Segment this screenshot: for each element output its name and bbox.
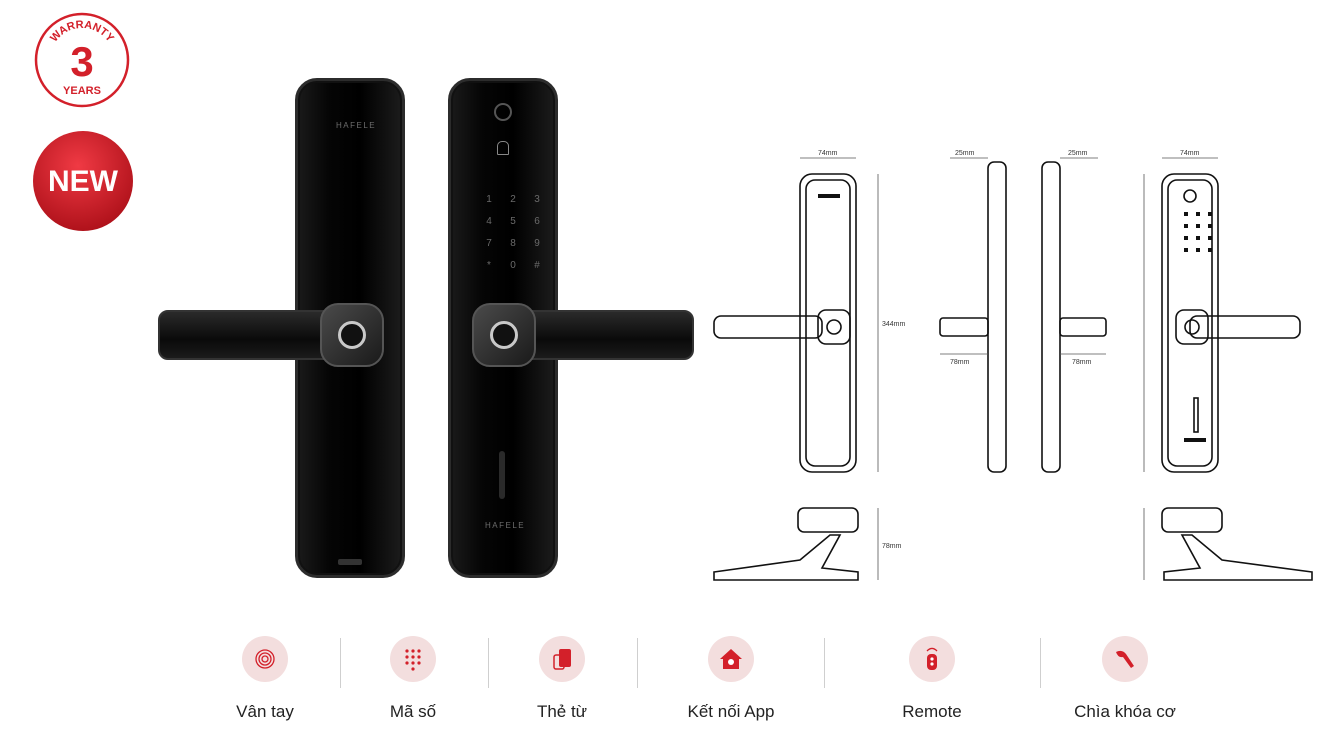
fingerprint-sensor-right — [472, 303, 536, 367]
dim-height: 344mm — [882, 321, 906, 328]
key-icon — [1102, 636, 1148, 682]
key-2: 2 — [510, 194, 516, 205]
feature-key: Chìa khóa cơ — [1045, 630, 1205, 722]
fingerprint-icon — [242, 636, 288, 682]
feature-card: Thẻ từ — [482, 630, 642, 722]
feature-remote: Remote — [852, 630, 1012, 722]
key-hash: # — [534, 260, 540, 271]
dim-base-height: 78mm — [882, 543, 902, 550]
feature-label: Remote — [902, 702, 962, 721]
warranty-badge: WARRANTY 3 YEARS — [32, 10, 132, 110]
brand-logo-text: HAFELE — [336, 121, 377, 130]
key-9: 9 — [534, 238, 540, 249]
dim-side-left-width: 25mm — [955, 150, 975, 157]
key-star: * — [487, 260, 491, 271]
smart-home-icon — [708, 636, 754, 682]
warranty-number: 3 — [70, 38, 93, 85]
key-1: 1 — [486, 194, 492, 205]
feature-label: Mã số — [389, 702, 437, 721]
key-8: 8 — [510, 238, 516, 249]
card-icon — [539, 636, 585, 682]
feature-app: Kết nối App — [651, 630, 811, 722]
key-6: 6 — [534, 216, 540, 227]
warranty-bottom-text: YEARS — [63, 85, 101, 97]
dim-front-width: 74mm — [818, 150, 838, 157]
feature-fingerprint: Vân tay — [185, 630, 345, 722]
divider — [488, 638, 489, 688]
feature-keypad: Mã số — [333, 630, 493, 722]
technical-drawing: 74mm 25mm 25mm 74mm 344mm 78mm 78mm 78mm — [713, 150, 1313, 581]
divider — [340, 638, 341, 688]
new-label: NEW — [48, 165, 119, 198]
dim-side-right-width: 25mm — [1068, 150, 1088, 157]
fingerprint-sensor-left — [320, 303, 384, 367]
keypad: 1 2 3 4 5 6 7 8 9 * 0 # — [477, 189, 549, 277]
feature-label: Kết nối App — [687, 702, 775, 721]
feature-label: Vân tay — [236, 702, 294, 721]
brand-logo-text-bottom: HAFELE — [485, 521, 526, 530]
divider — [824, 638, 825, 688]
remote-icon — [909, 636, 955, 682]
keypad-icon — [390, 636, 436, 682]
feature-label: Thẻ từ — [536, 702, 588, 721]
feature-bar: Vân tay Mã số Thẻ từ Kết nối App Remote … — [0, 630, 1338, 740]
key-7: 7 — [486, 238, 492, 249]
dim-back-width: 74mm — [1180, 150, 1200, 157]
key-4: 4 — [486, 216, 492, 227]
divider — [637, 638, 638, 688]
feature-label: Chìa khóa cơ — [1074, 702, 1176, 721]
dim-handle-right: 78mm — [1072, 359, 1092, 366]
divider — [1040, 638, 1041, 688]
key-5: 5 — [510, 216, 516, 227]
new-badge: NEW — [30, 128, 136, 234]
dim-handle-left: 78mm — [950, 359, 970, 366]
key-3: 3 — [534, 194, 540, 205]
key-0: 0 — [510, 260, 516, 271]
